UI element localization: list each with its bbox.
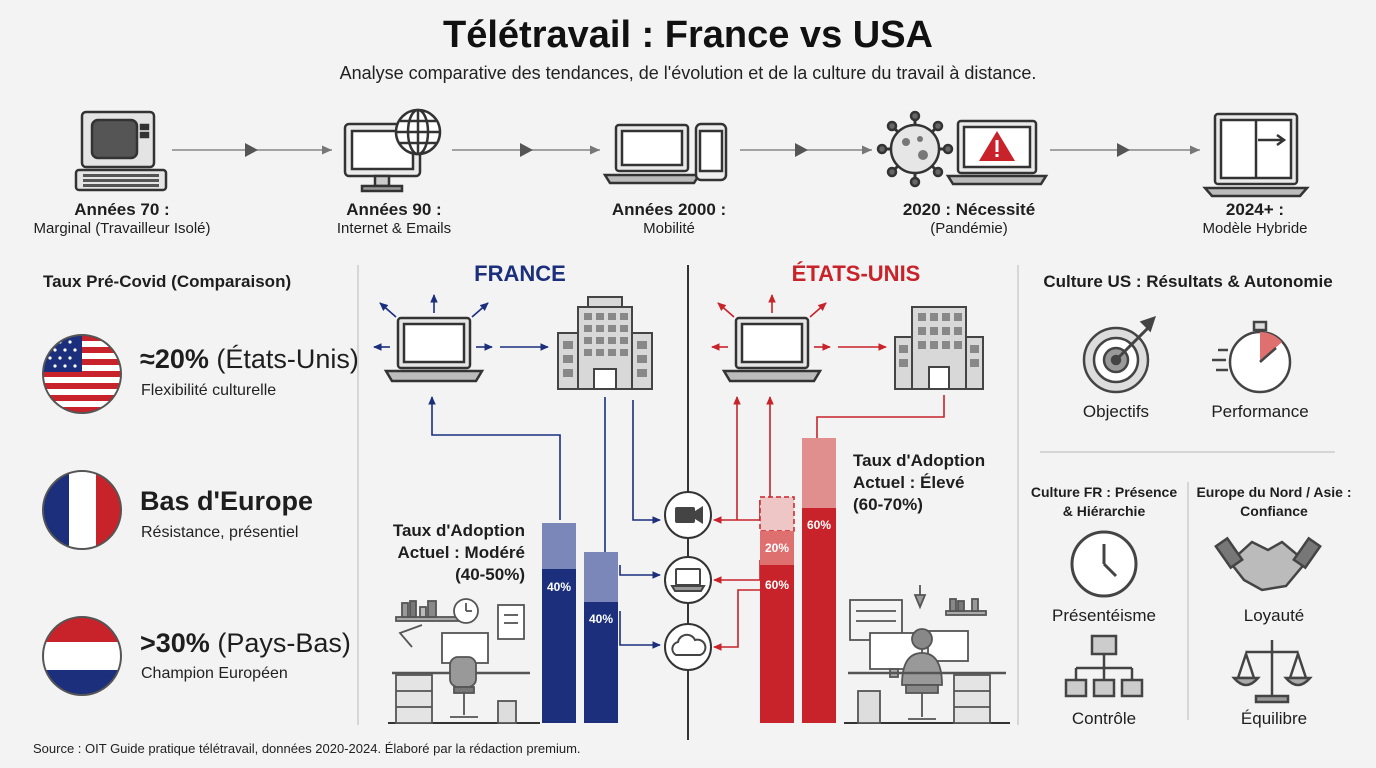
usa-bar-2-label: 60% — [807, 518, 831, 532]
netherlands-flag-icon — [43, 617, 121, 695]
culture-icons — [1040, 316, 1335, 720]
retro-computer-icon — [74, 110, 168, 192]
usa-adoption: Taux d'Adoption Actuel : Élevé (60-70%) — [853, 450, 985, 516]
france-bar-1-label: 40% — [547, 580, 571, 594]
nl-rate-desc: Champion Européen — [141, 665, 288, 682]
timeline-desc-1: Marginal (Travailleur Isolé) — [33, 220, 211, 237]
usa-adoption-line-3: (60-70%) — [853, 495, 923, 514]
target-icon — [1082, 316, 1156, 394]
culture-fr-heading-line-1: Culture FR : Présence — [1030, 484, 1178, 500]
us-rate-desc: Flexibilité culturelle — [141, 382, 277, 399]
timeline-title-5: 2024+ : — [1225, 200, 1285, 219]
france-bar-2-label: 40% — [589, 612, 613, 626]
culture-us-heading: Culture US : Résultats & Autonomie — [1043, 272, 1333, 291]
france-adoption-line-1: Taux d'Adoption — [392, 521, 525, 540]
desktop-globe-icon — [343, 108, 442, 193]
page-title: Télétravail : France vs USA — [443, 14, 933, 56]
us-rate: ≈20% (États-Unis) — [140, 344, 359, 375]
nl-rate-value: >30% — [140, 628, 210, 658]
france-adoption-line-3: (40-50%) — [455, 565, 525, 584]
us-rate-value: ≈20% — [140, 344, 209, 374]
france-title: FRANCE — [474, 261, 566, 286]
culture-nordic-heading-line-1: Europe du Nord / Asie : — [1196, 484, 1352, 500]
culture-nordic-heading: Europe du Nord / Asie : Confiance — [1190, 483, 1358, 521]
timeline-title-1: Années 70 : — [74, 200, 170, 219]
timeline-title-2: Années 90 : — [346, 200, 442, 219]
culture-nordic-label-2: Équilibre — [1240, 709, 1308, 728]
fr-rate-desc: Résistance, présentiel — [141, 524, 299, 541]
usa-adoption-line-2: Actuel : Élevé — [853, 473, 965, 492]
france-adoption: Taux d'Adoption Actuel : Modéré (40-50%) — [385, 520, 525, 586]
timeline-desc-4: (Pandémie) — [930, 220, 1008, 237]
culture-fr-label-1: Présentéisme — [1052, 606, 1156, 625]
culture-nordic-label-1: Loyauté — [1243, 606, 1305, 625]
france-bar-2 — [584, 552, 618, 723]
pre-covid-heading: Taux Pré-Covid (Comparaison) — [43, 272, 292, 291]
timeline-title-3: Années 2000 : — [611, 200, 727, 219]
flags — [42, 334, 122, 696]
usa-adoption-line-1: Taux d'Adoption — [853, 451, 986, 470]
usa-bar-1-label-b: 60% — [765, 578, 789, 592]
timeline-desc-5: Modèle Hybride — [1202, 220, 1308, 237]
handshake-icon — [1214, 536, 1322, 592]
hybrid-laptop-icon — [1202, 112, 1310, 198]
source-note: Source : OIT Guide pratique télétravail,… — [33, 741, 581, 756]
usa-office-illustration — [844, 585, 1010, 724]
france-bar-1 — [542, 523, 576, 723]
us-flag-icon — [43, 335, 121, 413]
scales-icon — [1231, 640, 1313, 704]
virus-alert-icon — [876, 110, 1049, 188]
clock-icon — [1070, 530, 1138, 598]
usa-bar-1 — [759, 496, 795, 723]
culture-fr-heading: Culture FR : Présence & Hiérarchie — [1020, 483, 1188, 521]
usa-title: ÉTATS-UNIS — [791, 261, 921, 286]
timeline-desc-2: Internet & Emails — [336, 220, 452, 237]
france-adoption-line-2: Actuel : Modéré — [397, 543, 525, 562]
timeline-graphics — [74, 108, 1310, 198]
fr-rate: Bas d'Europe — [140, 486, 313, 516]
france-laptop-icon — [383, 316, 485, 383]
culture-us-label-2: Performance — [1211, 402, 1309, 421]
us-rate-country: (États-Unis) — [216, 344, 359, 374]
nl-rate: >30% (Pays-Bas) — [140, 628, 351, 659]
culture-fr-label-2: Contrôle — [1071, 709, 1137, 728]
usa-building-icon — [894, 306, 984, 390]
france-flag-icon — [43, 471, 121, 549]
stopwatch-icon — [1212, 320, 1292, 394]
timeline-desc-3: Mobilité — [643, 220, 695, 237]
comparison-graphics: 40% 40% — [357, 265, 1019, 740]
culture-fr-heading-line-2: & Hiérarchie — [1062, 503, 1146, 519]
timeline-title-4: 2020 : Nécessité — [902, 200, 1036, 219]
france-building-icon — [557, 296, 653, 390]
usa-bar-1-label-a: 20% — [765, 541, 789, 555]
nl-rate-country: (Pays-Bas) — [217, 628, 351, 658]
usa-bar-2 — [802, 438, 836, 723]
page-subtitle: Analyse comparative des tendances, de l'… — [339, 63, 1037, 83]
hierarchy-icon — [1064, 634, 1144, 698]
laptop-phone-icon — [602, 122, 728, 185]
culture-nordic-heading-line-2: Confiance — [1240, 503, 1308, 519]
france-office-illustration — [388, 598, 540, 724]
usa-laptop-icon — [721, 316, 823, 383]
culture-us-label-1: Objectifs — [1082, 402, 1150, 421]
